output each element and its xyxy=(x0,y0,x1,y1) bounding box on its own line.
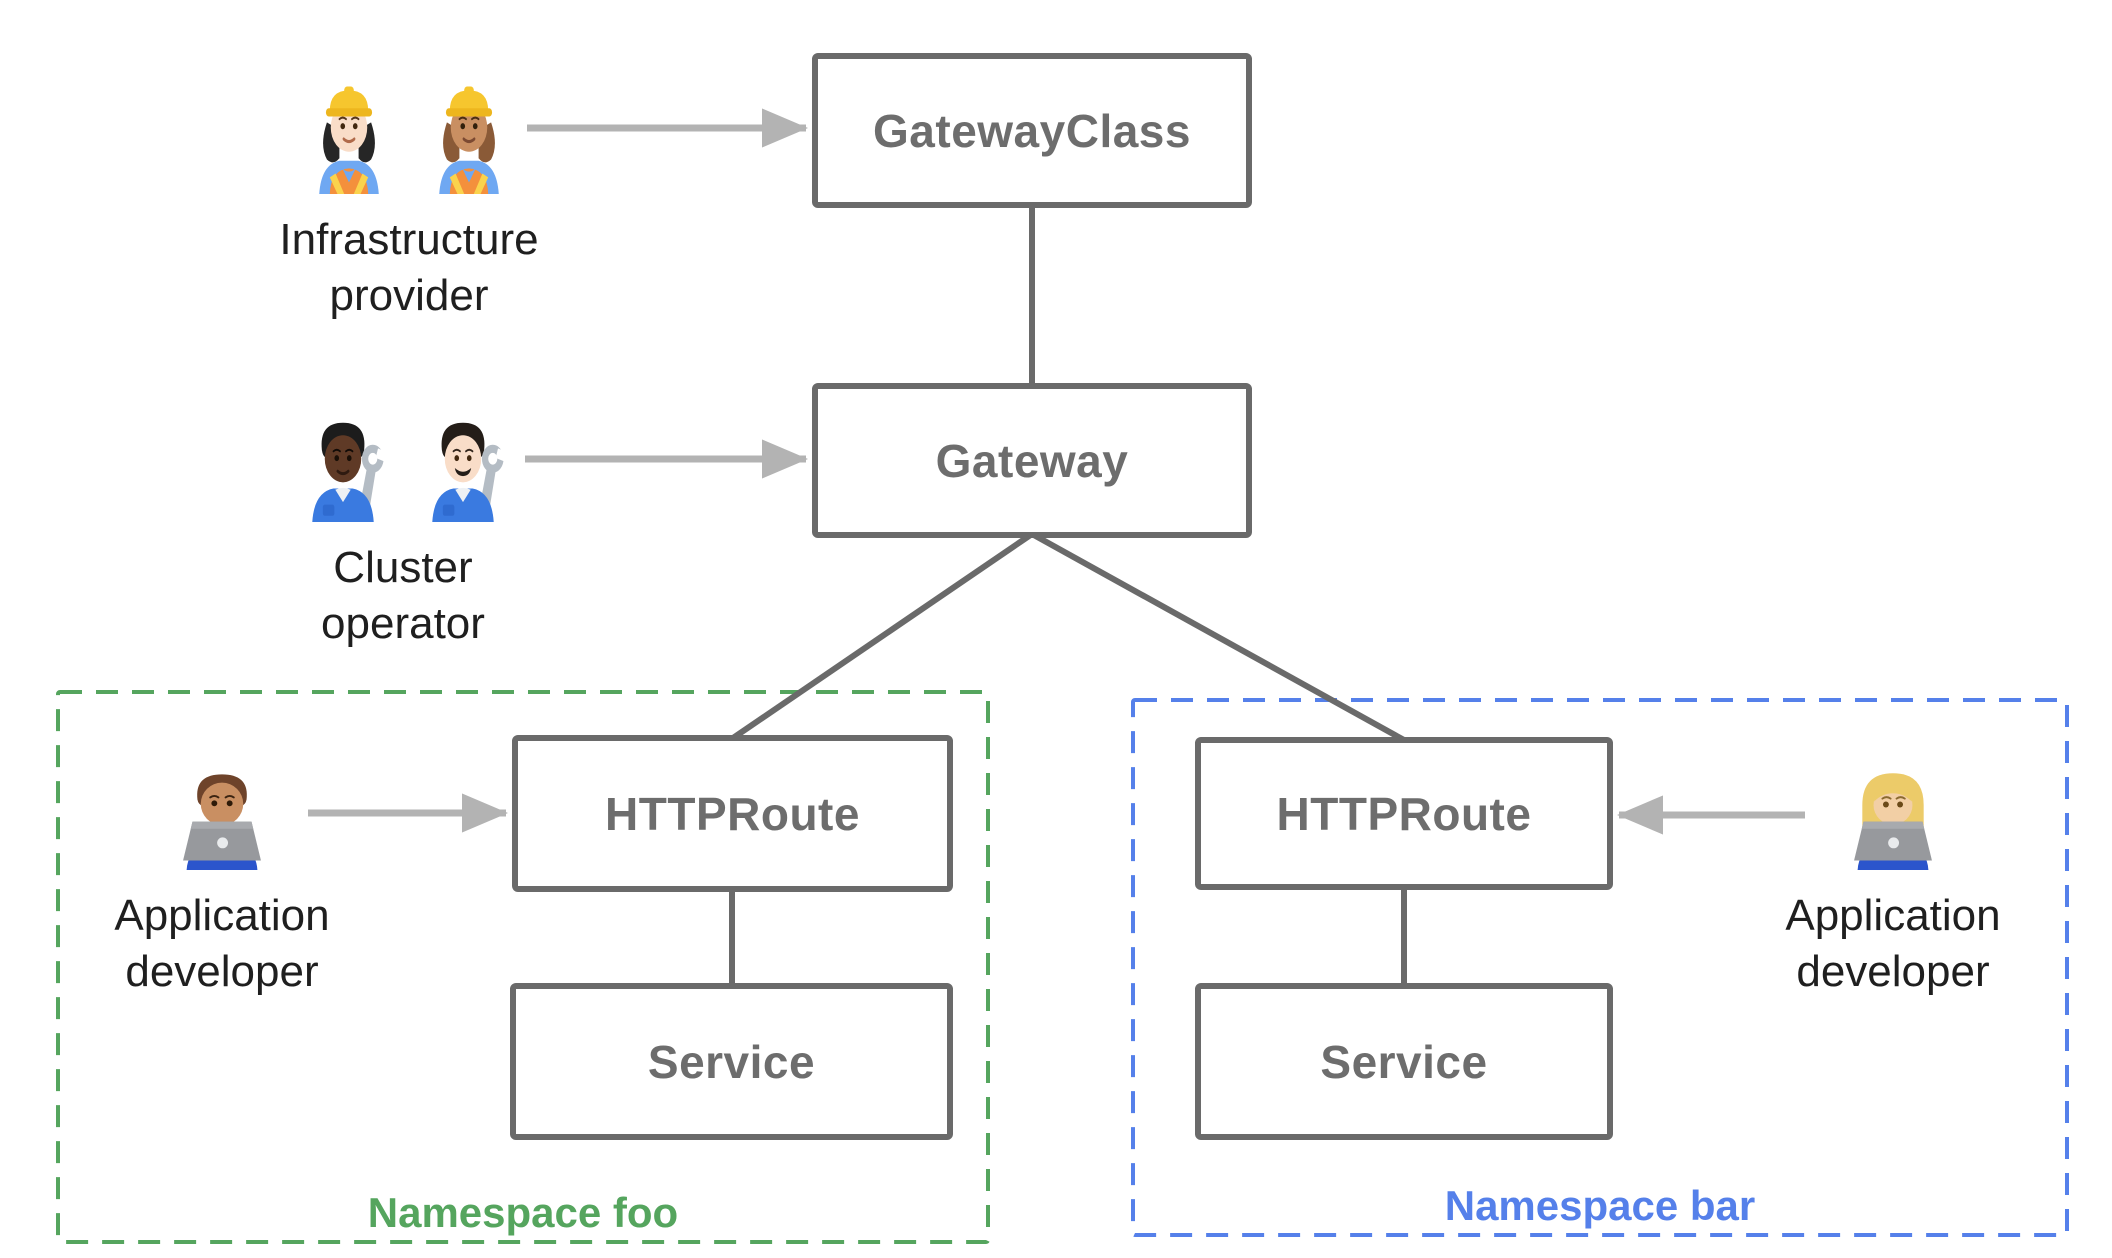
httproute-foo-label: HTTPRoute xyxy=(605,787,860,840)
man-technologist-medium-skin-icon xyxy=(183,774,261,870)
namespace-bar-boundary: Namespace bar xyxy=(1133,700,2067,1235)
infrastructure-provider-icons xyxy=(301,66,517,194)
woman-construction-worker-medium-skin-icon xyxy=(439,86,499,194)
persona-cluster-operator: Cluster operator xyxy=(213,398,593,652)
application-developer-bar-label-line2: developer xyxy=(1796,947,1990,996)
httproute-foo-box: HTTPRoute xyxy=(512,735,953,892)
woman-technologist-blonde-icon xyxy=(1854,773,1932,870)
application-developer-bar-icons xyxy=(1834,752,1952,870)
gateway-label: Gateway xyxy=(935,434,1129,487)
gateway-box: Gateway xyxy=(812,383,1252,538)
application-developer-foo-label-line1: Application xyxy=(114,891,330,940)
infrastructure-provider-label: Infrastructure provider xyxy=(279,212,538,324)
infrastructure-provider-label-line2: provider xyxy=(329,271,489,320)
application-developer-foo-icons xyxy=(163,752,281,870)
mechanic-dark-skin-icon xyxy=(312,422,389,522)
cluster-operator-label-line2: operator xyxy=(321,599,485,648)
application-developer-foo-label: Application developer xyxy=(114,888,329,1000)
gatewayclass-label: GatewayClass xyxy=(873,104,1191,157)
httproute-bar-box: HTTPRoute xyxy=(1195,737,1613,890)
cluster-operator-label: Cluster operator xyxy=(321,540,485,652)
cluster-operator-icons xyxy=(295,398,511,522)
application-developer-bar-label-line1: Application xyxy=(1785,891,2001,940)
service-bar-label: Service xyxy=(1320,1035,1488,1088)
woman-construction-worker-light-skin-icon xyxy=(319,86,379,194)
persona-application-developer-foo: Application developer xyxy=(32,752,412,1000)
namespace-bar-label: Namespace bar xyxy=(1444,1182,1756,1229)
application-developer-foo-label-line2: developer xyxy=(125,947,319,996)
namespace-foo-boundary: Namespace foo xyxy=(58,692,988,1242)
service-foo-box: Service xyxy=(510,983,953,1140)
infrastructure-provider-label-line1: Infrastructure xyxy=(279,215,539,264)
cluster-operator-label-line1: Cluster xyxy=(333,543,473,592)
gatewayclass-box: GatewayClass xyxy=(812,53,1252,208)
service-foo-label: Service xyxy=(647,1035,816,1088)
namespace-foo-label: Namespace foo xyxy=(367,1189,679,1236)
application-developer-bar-label: Application developer xyxy=(1785,888,2000,1000)
persona-infrastructure-provider: Infrastructure provider xyxy=(219,66,599,324)
service-bar-box: Service xyxy=(1195,983,1613,1140)
httproute-bar-label: HTTPRoute xyxy=(1276,787,1532,840)
man-mechanic-light-skin-icon xyxy=(432,422,509,522)
persona-application-developer-bar: Application developer xyxy=(1703,752,2083,1000)
